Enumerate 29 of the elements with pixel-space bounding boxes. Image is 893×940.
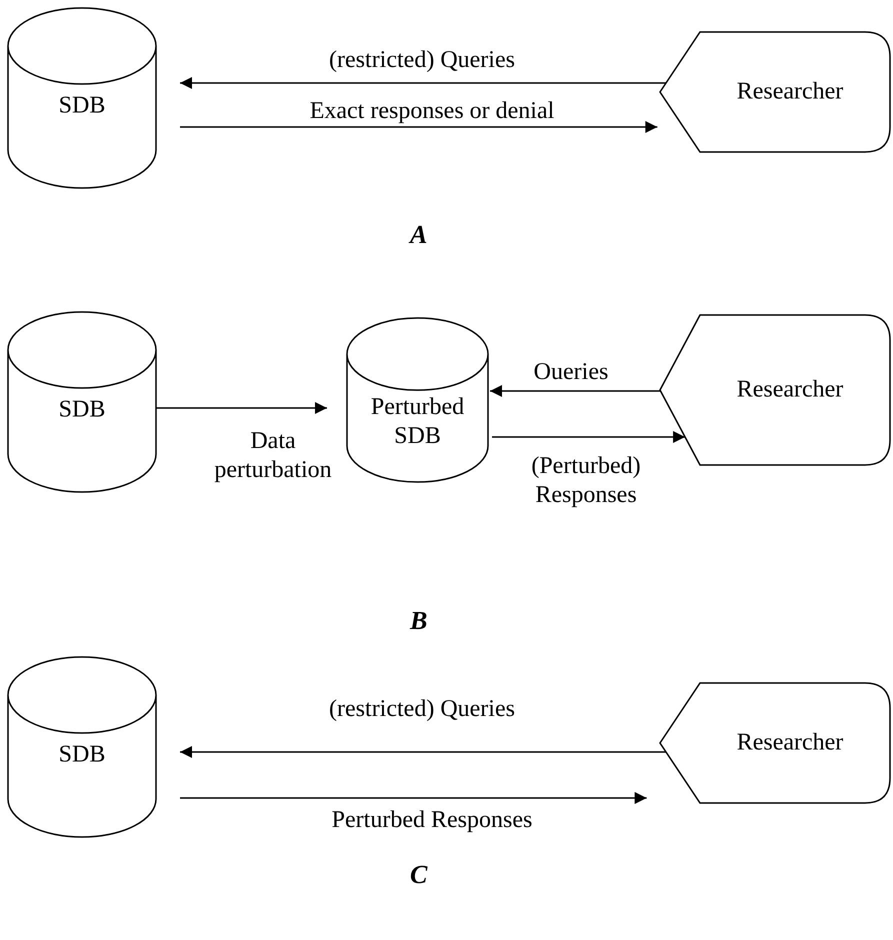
arrow [180, 77, 666, 89]
actor-shape [660, 683, 890, 803]
edge-label: Exact responses or denial [308, 97, 556, 126]
panel-letter: C [410, 860, 428, 890]
node-label: Researcher [736, 728, 844, 758]
arrow [490, 385, 661, 397]
arrow [180, 792, 647, 804]
database-cylinder [8, 8, 156, 188]
node-label: SDB [58, 396, 106, 424]
node-label: SDB [58, 740, 106, 770]
actor-shape [660, 315, 890, 465]
database-cylinder [8, 312, 156, 492]
database-cylinder [347, 318, 488, 482]
arrow [180, 121, 658, 133]
edge-label: (Perturbed) Responses [530, 452, 642, 510]
node-label: Researcher [736, 78, 844, 106]
arrow [180, 746, 666, 758]
node-label: Perturbed SDB [370, 393, 466, 451]
edge-label: Data perturbation [213, 427, 333, 485]
arrow [492, 431, 686, 443]
arrow [156, 402, 327, 414]
panel-letter: A [410, 220, 428, 250]
node-label: SDB [58, 92, 106, 120]
actor-shape [660, 32, 890, 152]
database-cylinder [8, 657, 156, 837]
edge-label: (restricted) Queries [328, 695, 516, 724]
panel-letter: B [410, 606, 428, 636]
node-label: Researcher [736, 376, 844, 404]
edge-label: Perturbed Responses [330, 806, 534, 835]
